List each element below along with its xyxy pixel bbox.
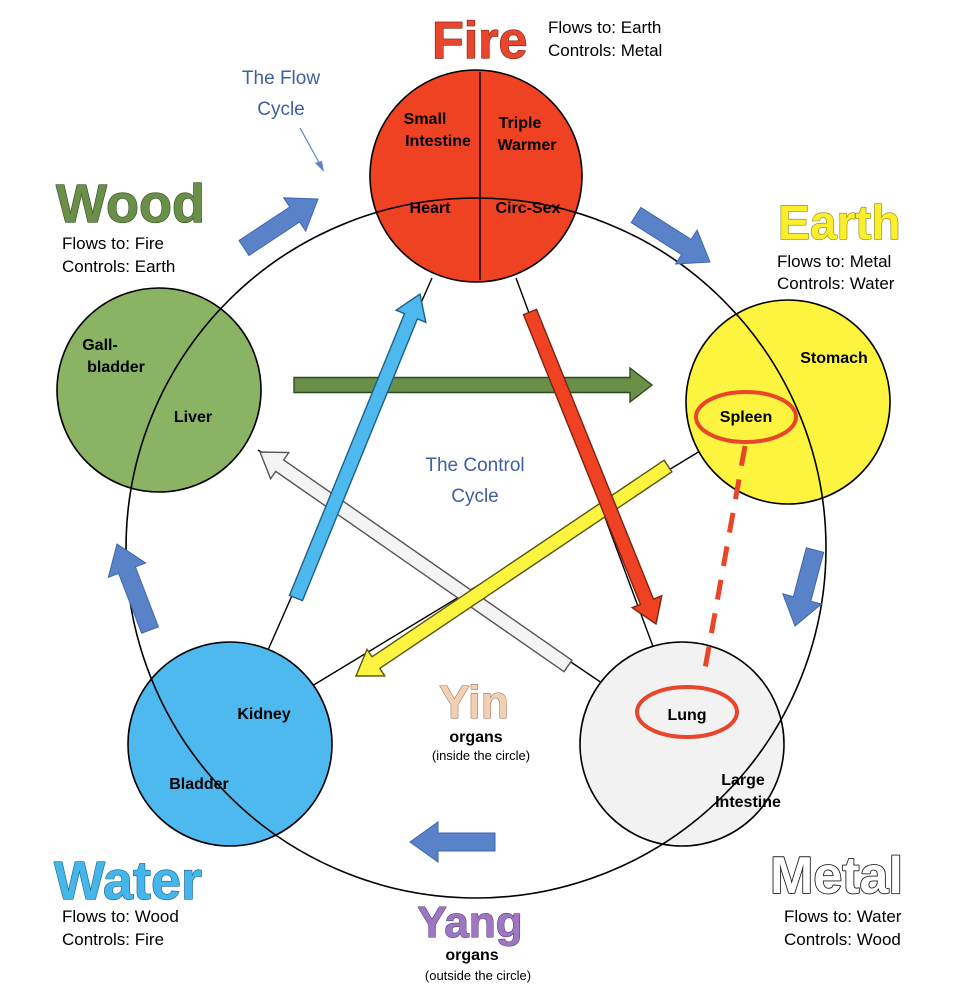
fire-flows: Flows to: Earth <box>548 18 661 37</box>
flow-arrow-wood-fire <box>238 197 319 257</box>
metal-title: Metal <box>770 847 903 905</box>
wood-circle[interactable] <box>56 287 262 493</box>
organ-bladder: Bladder <box>169 776 229 793</box>
fire-circle[interactable] <box>369 69 583 283</box>
water-flows: Flows to: Wood <box>62 907 179 926</box>
organ-large: Large <box>721 772 765 789</box>
water-title: Water <box>54 851 202 911</box>
organ-intestine: Intestine <box>405 133 471 150</box>
control-arrow-fire-metal <box>522 308 663 626</box>
flow-arrow-fire-earth <box>630 206 711 265</box>
control-arrow-wood-earth <box>293 366 654 404</box>
organ-circ-sex: Circ-Sex <box>496 200 561 217</box>
flow-arrows <box>107 197 825 863</box>
organ-liver: Liver <box>174 409 212 426</box>
yin-word: Yin <box>439 676 509 728</box>
wood-flows: Flows to: Fire <box>62 234 164 253</box>
organ-stomach: Stomach <box>800 350 868 367</box>
yang-word: Yang <box>417 898 522 947</box>
flow-cycle-label-1: The Flow <box>242 68 320 89</box>
water-circle[interactable] <box>127 641 333 847</box>
organ-lung: Lung <box>667 707 706 724</box>
metal-circle[interactable] <box>579 641 785 847</box>
flow-cycle-pointer-head <box>315 161 324 172</box>
spleen-lung-dashed-link <box>700 445 748 681</box>
earth-title: Earth <box>778 197 901 250</box>
yin-organs: organs <box>449 729 502 746</box>
lung-highlight-ring <box>635 685 739 739</box>
flow-cycle-label-2: Cycle <box>257 99 305 120</box>
yin-note: (inside the circle) <box>432 748 530 763</box>
wood-controls: Controls: Earth <box>62 257 175 276</box>
fire-title: Fire <box>432 12 527 70</box>
metal-flows: Flows to: Water <box>784 907 902 926</box>
organ-triple: Triple <box>499 115 542 132</box>
flow-arrow-metal-water <box>409 821 496 863</box>
control-arrow-earth-water <box>354 459 673 677</box>
control-arrows <box>258 292 673 677</box>
metal-controls: Controls: Wood <box>784 930 901 949</box>
organ-small: Small <box>404 111 447 128</box>
flow-arrow-earth-metal <box>781 547 825 627</box>
flow-arrow-water-wood <box>107 543 160 634</box>
water-controls: Controls: Fire <box>62 930 164 949</box>
organ-gall: Gall- <box>82 337 118 354</box>
organ-heart: Heart <box>410 200 452 217</box>
yang-note: (outside the circle) <box>425 968 531 983</box>
organ-large-intestine: Intestine <box>715 794 781 811</box>
flow-cycle-pointer <box>299 127 323 169</box>
control-arrow-water-fire <box>288 292 427 602</box>
organ-gallbladder: bladder <box>87 359 145 376</box>
organ-warmer: Warmer <box>498 137 557 154</box>
wood-title: Wood <box>56 174 205 234</box>
yang-organs: organs <box>445 947 498 964</box>
fire-controls: Controls: Metal <box>548 41 662 60</box>
earth-controls: Controls: Water <box>777 274 895 293</box>
organ-spleen: Spleen <box>720 409 772 426</box>
spleen-highlight-ring <box>694 390 798 444</box>
control-cycle-label-1: The Control <box>425 455 524 476</box>
organ-kidney: Kidney <box>237 706 290 723</box>
control-cycle-label-2: Cycle <box>451 486 499 507</box>
earth-flows: Flows to: Metal <box>777 252 891 271</box>
